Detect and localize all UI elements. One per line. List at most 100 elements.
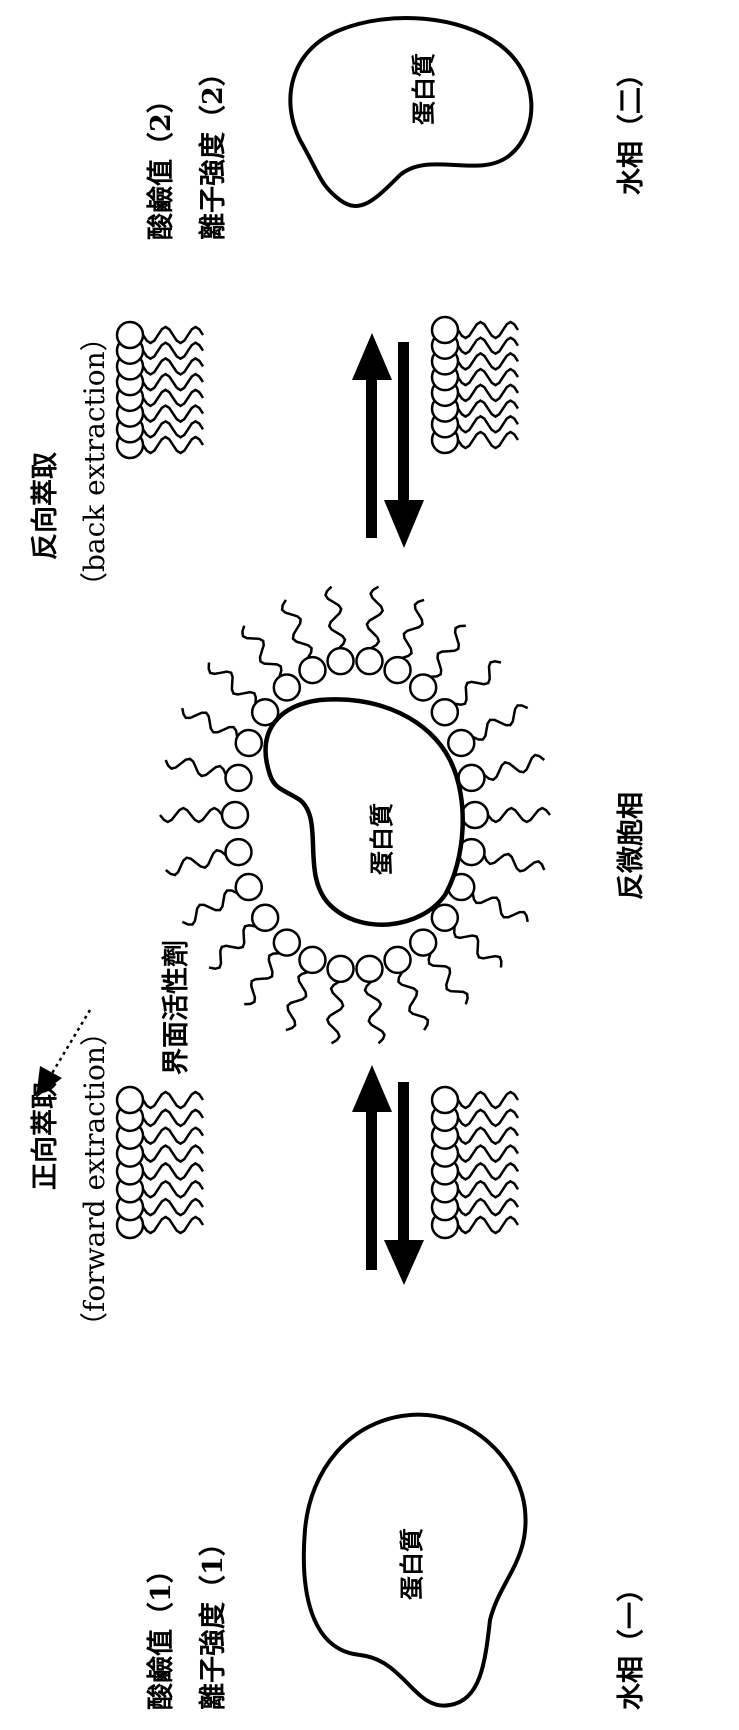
surfactant-tail [143,343,203,359]
micelle-head [328,956,354,982]
micelle-tail [398,972,428,1030]
micelle-tail [473,893,528,922]
micelle-tail [244,953,279,1004]
micelle-tail [286,972,308,1030]
membrane-forward-lower [432,1087,518,1238]
surfactant-tail [143,374,203,390]
surfactant-tail [143,1110,203,1126]
surfactant-head [117,1087,143,1113]
micelle-tail [242,626,281,677]
micelle-tail [455,661,501,704]
micelle-tail [326,587,346,649]
label-aqueous-phase-1: 水相（一） [616,1575,647,1710]
protein-right-label: 蛋白質 [409,53,438,125]
surfactant-tail [143,437,203,453]
surfactant-tail [458,401,518,417]
surfactant-tail [458,1146,518,1162]
micelle-tail [402,600,424,658]
micelle-head [356,956,382,982]
micelle-head [462,802,488,828]
surfactant-tail [143,1163,203,1179]
surfactant-head [432,317,458,343]
micelle-tail [182,891,237,925]
surfactant-tail [458,353,518,369]
micelle-tail [209,663,256,704]
micelle-head [274,930,300,956]
surfactant-head [117,322,143,348]
micelle-head [410,930,436,956]
micelle-tail [209,925,255,968]
micelle-head [225,839,251,865]
surfactant-tail [458,1092,518,1108]
micelle-tail [182,708,237,737]
surfactant-tail [458,432,518,448]
surfactant-tail [458,385,518,401]
micelle-head [236,730,262,756]
label-reverse-micelle-phase: 反微胞相 [616,792,647,900]
reverse-micelle: 蛋白質 [160,587,550,1044]
label-forward-extraction-en: （forward extraction） [78,1018,111,1340]
surfactant-tail [458,1199,518,1215]
label-forward-extraction-cn: 正向萃取 [29,1082,61,1190]
micelle-head [328,648,354,674]
forward-equilibrium-arrows [352,1065,424,1285]
surfactant-tail [458,1181,518,1197]
micelle-tail [166,850,226,875]
protein-left: 蛋白質 [304,1415,526,1706]
surfactant-tail [458,322,518,338]
surfactant-tail [458,369,518,385]
protein-left-label: 蛋白質 [397,1528,426,1600]
protein-right: 蛋白質 [290,18,531,206]
micelle-head [385,657,411,683]
surfactant-tail [458,1110,518,1126]
micelle-head [225,765,251,791]
label-surfactant: 界面活性劑 [160,940,192,1075]
micelle-head [252,905,278,931]
surfactant-tail [458,416,518,432]
label-acid-base-1: 酸鹼值（1） [145,1556,177,1710]
micelle-head [236,874,262,900]
label-ionic-strength-1: 離子強度（1） [197,1529,229,1710]
surfactant-tail [143,1199,203,1215]
micelle-head [459,765,485,791]
micelle-head [356,648,382,674]
micelle-tail [473,706,528,740]
micelle-head [274,674,300,700]
surfactant-tail [143,358,203,374]
surfactant-tail [143,1146,203,1162]
micelle-head [432,699,458,725]
micelle-tail [429,953,468,1004]
protein-center-label: 蛋白質 [367,803,396,875]
surfactant-tail [143,421,203,437]
surfactant-head [432,1087,458,1113]
micelle-tail [365,982,385,1044]
micelle-head [299,947,325,973]
surfactant-tail [143,406,203,422]
surfactant-tail [143,390,203,406]
micelle-head [222,802,248,828]
micelle-tail [166,759,226,776]
surfactant-tail [143,1181,203,1197]
surfactant-tail [458,1128,518,1144]
label-back-extraction-cn: 反向萃取 [29,452,61,560]
surfactant-tail [143,327,203,343]
micelle-tail [454,926,501,967]
micelle-head [432,905,458,931]
micelle-tail [488,808,550,822]
label-aqueous-phase-2: 水相（二） [616,60,647,195]
label-acid-base-2: 酸鹼值（2） [145,86,177,240]
micelle-head [410,674,436,700]
label-ionic-strength-2: 離子強度（2） [197,59,229,240]
micelle-tail [484,755,544,780]
back-equilibrium-arrows [352,333,424,548]
micelle-head [299,657,325,683]
surfactant-tail [143,1217,203,1233]
micelle-tail [282,600,312,658]
membrane-back-lower [432,317,518,453]
surfactant-tail [458,338,518,354]
micelle-tail [367,587,383,649]
micelle-tail [160,808,222,822]
surfactant-tail [458,1163,518,1179]
micelle-head [385,947,411,973]
